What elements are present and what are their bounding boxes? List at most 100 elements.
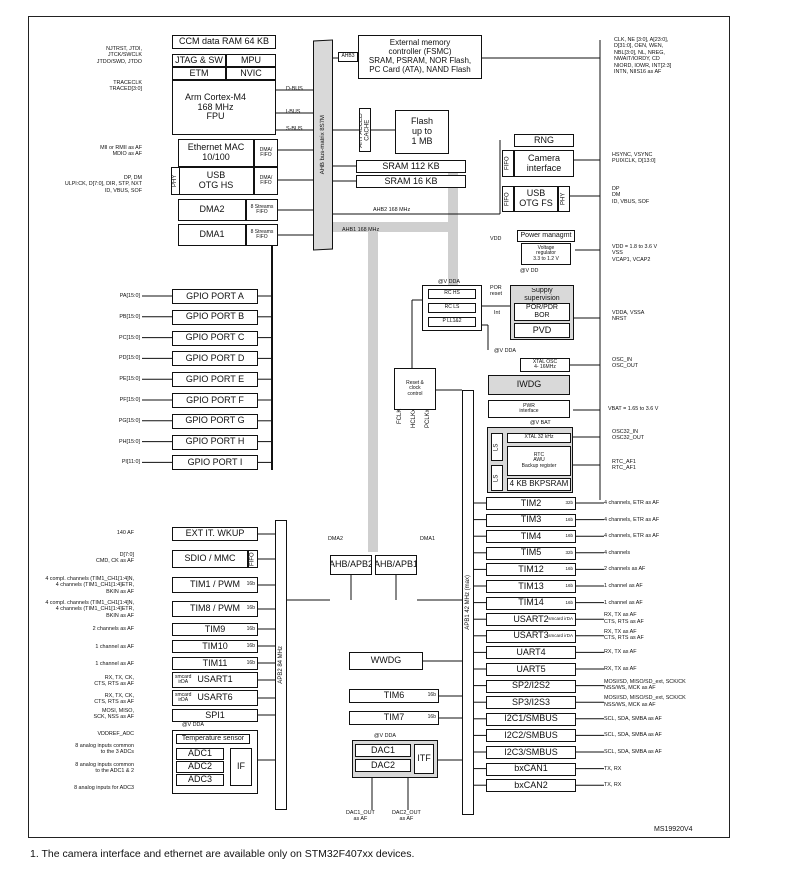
usart6-smcard: smcard irDA [175,691,192,703]
adc3-inputs: 8 analog inputs for ADC3 [74,785,134,791]
apb1-peripheral-name: SP2/I2S2 [511,680,551,691]
apb1-peripheral-name: I2C1/SMBUS [504,713,558,724]
gpio-port-block: GPIO PORT A [172,289,258,304]
flash-block: Flash up to 1 MB [395,110,449,154]
dma1-bridge-label: DMA1 [420,536,435,542]
gpio-port-block: GPIO PORT G [172,413,258,429]
tim8-signals: 4 compl. channels (TIM1_CH1[1:4]N, 4 cha… [45,600,134,619]
usbfs-signals: DP DM ID, VBUS, SOF [612,186,650,205]
tim1-bits: 16b [246,581,255,588]
tim11-bits: 16b [246,659,255,666]
apb1-signal-label: 4 channels [604,549,631,556]
apb1-signal-label: RX, TX as AF CTS, RTS as AF [604,628,644,642]
apb1-peripheral-name: bxCAN1 [514,763,548,774]
dma1-streams: 8 Streams FIFO [246,224,278,246]
por-pdr-block: POR/PDR BOR [514,303,570,321]
ls-bottom: LS [491,465,503,491]
tim1-label: TIM1 / PWM [190,579,240,590]
tim9-label: TIM9 [204,623,226,634]
art-accel-cache: ART ACCEL/ CACHE [359,108,371,152]
apb1-signal-label: 2 channels as AF [604,566,646,573]
ahb1-trunk [368,232,378,552]
ahb1-highway [330,222,450,232]
apb1-signal-label: 4 channels, ETR as AF [604,533,660,540]
apb1-peripheral-name: UART4 [516,646,546,657]
tim9-signals: 2 channels as AF [92,626,134,632]
apb1-signal-label: MOSI/SD, MISO/SD_ext, SCK/CK NSS/WS, MCK… [604,678,686,692]
apb1-peripheral-name: bxCAN2 [514,779,548,790]
extit-signals: 140 AF [116,530,134,536]
gpio-pin-label: PH[15:0] [119,438,140,445]
ccm-ram-block: CCM data RAM 64 KB [172,35,276,49]
apb1-peripheral-name: TIM4 [520,530,542,541]
dac1-out-label: DAC1_OUT as AF [346,810,375,823]
apb1-signal-label: 1 channel as AF [604,583,643,589]
trace-signals: TRACECLK TRACED[3:0] [109,80,142,93]
sram16-block: SRAM 16 KB [356,175,466,188]
apb1-peripheral-name: TIM13 [518,580,544,591]
mpu-block: MPU [226,54,276,67]
apb1-signal-label: SCL, SDA, SMBA as AF [604,749,662,755]
apb1-peripheral-name: TIM12 [518,563,544,574]
rc-hs-block: RC HS [428,289,476,299]
usbfs-fifo: FIFO [502,186,514,212]
apb1-peripheral-block: UART4 [486,646,576,660]
apb1-peripheral-block: UART5 [486,663,576,676]
apb1-peripheral-bits: 32b [565,500,573,506]
dbus-label: D-BUS [286,86,303,92]
apb1-peripheral-bits: smcard irDA [548,616,573,622]
apb1-peripheral-name: TIM2 [520,497,542,508]
camera-block: Camera interface [514,150,574,177]
usart1-signals: RX, TX, CK, CTS, RTS as AF [94,675,134,688]
sdio-signals: D[7:0] CMD, CK as AF [95,552,134,565]
apb1-signal-label: SCL, SDA, SMBA as AF [604,715,662,722]
apb1-signal-label: SCL, SDA, SMBA as AF [604,732,662,739]
gpio-pin-label: PB[15:0] [119,313,140,320]
eth-dma-fifo: DMA/ FIFO [254,139,278,167]
temp-sensor: Temperature sensor [176,734,250,744]
dac2-out-label: DAC2_OUT as AF [392,810,421,823]
tim10-label: TIM10 [202,640,228,651]
apb1-peripheral-block: SP2/I2S2 [486,679,576,693]
tim1-block: TIM1 / PWM 16b [172,577,258,593]
usbhs-phy: PHY [171,167,180,195]
ahb-apb2-bridge: AHB/APB2 [330,555,372,575]
apb1-peripheral-bits: 16b [565,533,573,539]
apb1-peripheral-name: TIM3 [520,514,542,525]
adc-common-12: 8 analog inputs common to the ADC1 & 2 [75,762,134,775]
gpio-port-block: GPIO PORT C [172,330,258,346]
figure-id: MS19920V4 [654,826,693,833]
supply-supervision: Supply supervision [514,288,570,302]
rc-ls-block: RC LS [428,303,476,313]
apb1-peripheral-block: TIM12 16b [486,563,576,577]
usart1-label: USART1 [197,674,233,685]
apb2-bus: APB2 84 MHz [275,520,287,810]
tim8-label: TIM8 / PWM [190,603,240,614]
jtag-block: JTAG & SW [172,54,226,67]
vbat-signal: VBAT = 1.65 to 3.6 V [608,406,659,412]
apb1-signal-label: 4 channels, ETR as AF [604,516,660,523]
sbus-label: S-BUS [286,126,303,132]
sdio-fifo: FIFO [248,550,258,568]
por-reset-label: POR reset [490,285,502,298]
pvd-block: PVD [514,323,570,338]
apb1-peripheral-bits: 16b [565,566,573,572]
apb1-signal-label: TX, RX [604,782,622,789]
apb1-peripheral-name: I2C3/SMBUS [504,746,558,757]
fclk-label: FCLK [397,408,403,424]
rtc-block: RTC AWU Backup register [507,446,571,476]
apb1-signal-label: 1 channel as AF [604,599,643,606]
etm-block: ETM [172,67,226,80]
tim6-bits: 16b [427,692,436,699]
dma2-bridge-label: DMA2 [328,536,343,542]
spi1-block: SPI1 [172,709,258,722]
usart1-smcard: smcard irDA [175,673,192,685]
rng-block: RNG [514,134,574,147]
vdda-signals: VDDA, VSSA NRST [612,310,645,323]
